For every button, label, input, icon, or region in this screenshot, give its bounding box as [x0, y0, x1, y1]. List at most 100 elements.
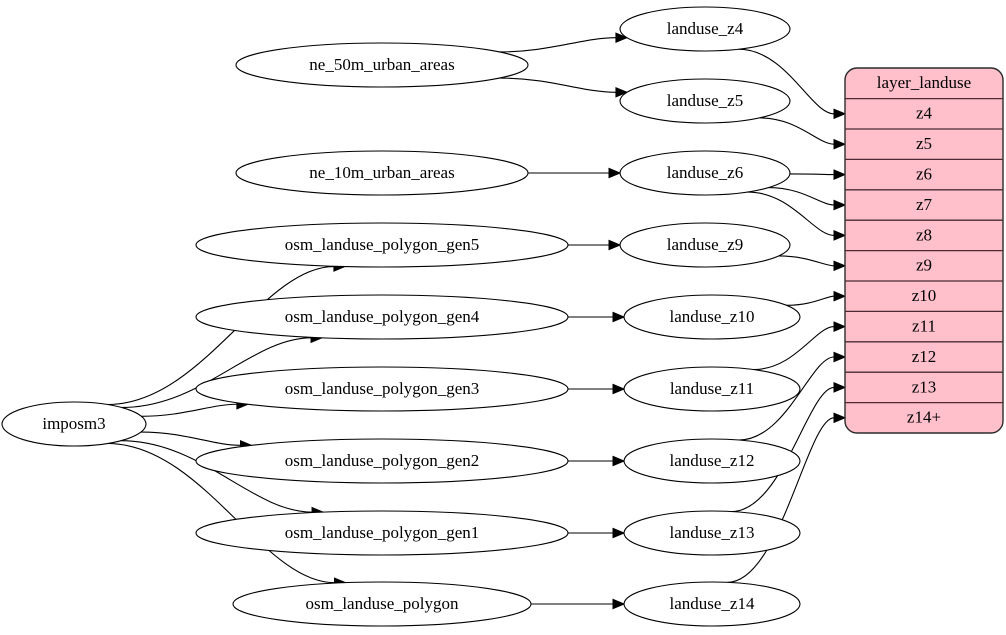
node-ne_50m_urban_areas[interactable]: ne_50m_urban_areas — [235, 42, 529, 88]
node-landuse_z13[interactable]: landuse_z13 — [623, 510, 801, 556]
table-layer: layer_landuse z4 z5 z6 z7 z8 z9 z10 z11 z12 z13 z14… — [844, 67, 1004, 434]
node-shape-landuse_z4 — [619, 6, 791, 52]
node-label-landuse_z9: landuse_z9 — [667, 235, 743, 254]
edge-ne_50m_urban_areas-to-landuse_z4 — [499, 32, 629, 53]
edge-landuse_z6-to-layer_landuse-z6 — [789, 169, 847, 180]
node-osm_landuse_polygon_gen4[interactable]: osm_landuse_polygon_gen4 — [195, 294, 569, 340]
node-landuse_z11[interactable]: landuse_z11 — [623, 366, 801, 412]
node-imposm3[interactable]: imposm3 — [1, 401, 147, 447]
edge-ne_50m_urban_areas-to-landuse_z5-line — [499, 77, 616, 93]
node-label-landuse_z13: landuse_z13 — [670, 523, 755, 542]
node-shape-osm_landuse_polygon_gen1 — [195, 510, 569, 556]
edge-landuse_z10-to-layer_landuse-z10-arrowhead — [833, 290, 847, 302]
table-row-z9[interactable]: z9 — [916, 256, 932, 275]
edge-landuse_z6-to-layer_landuse-z6-arrowhead — [833, 169, 847, 180]
edge-landuse_z10-to-layer_landuse-z10-line — [786, 295, 835, 306]
edge-osm_landuse_polygon_gen1-to-landuse_z13-arrowhead — [612, 527, 626, 539]
node-landuse_z9[interactable]: landuse_z9 — [619, 222, 791, 268]
table-row-z8[interactable]: z8 — [916, 225, 932, 244]
node-osm_landuse_polygon[interactable]: osm_landuse_polygon — [232, 581, 532, 627]
nodes-layer: ne_50m_urban_areas ne_10m_urban_areasimpo… — [1, 6, 801, 627]
node-label-landuse_z14: landuse_z14 — [670, 594, 755, 613]
table-row-z14+[interactable]: z14+ — [907, 408, 941, 427]
node-landuse_z4[interactable]: landuse_z4 — [619, 6, 791, 52]
node-label-osm_landuse_polygon_gen5: osm_landuse_polygon_gen5 — [285, 235, 480, 254]
edge-landuse_z4-to-layer_landuse-z4 — [738, 48, 847, 120]
edge-landuse_z5-to-layer_landuse-z5-line — [759, 117, 835, 145]
node-shape-landuse_z9 — [619, 222, 791, 268]
edge-ne_10m_urban_areas-to-landuse_z6-arrowhead — [608, 167, 622, 179]
node-shape-landuse_z13 — [623, 510, 801, 556]
node-label-osm_landuse_polygon_gen4: osm_landuse_polygon_gen4 — [285, 307, 480, 326]
edge-osm_landuse_polygon_gen5-to-landuse_z9 — [568, 239, 622, 251]
edge-landuse_z6-to-layer_landuse-z7-arrowhead — [833, 199, 847, 211]
node-label-ne_10m_urban_areas: ne_10m_urban_areas — [309, 163, 454, 182]
node-landuse_z5[interactable]: landuse_z5 — [619, 78, 791, 124]
node-shape-osm_landuse_polygon_gen2 — [195, 438, 569, 484]
edge-landuse_z6-to-layer_landuse-z8 — [747, 191, 847, 241]
node-shape-landuse_z5 — [619, 78, 791, 124]
edge-landuse_z14-to-layer_landuse-z14+ — [727, 412, 847, 583]
edge-ne_50m_urban_areas-to-landuse_z5 — [499, 77, 629, 98]
node-osm_landuse_polygon_gen1[interactable]: osm_landuse_polygon_gen1 — [195, 510, 569, 556]
edge-imposm3-to-osm_landuse_polygon_gen2-line — [141, 431, 241, 446]
edge-landuse_z6-to-layer_landuse-z7 — [768, 187, 847, 211]
table-row-z4[interactable]: z4 — [916, 104, 933, 123]
node-landuse_z14[interactable]: landuse_z14 — [623, 581, 801, 627]
table-header: layer_landuse — [877, 73, 971, 92]
node-label-osm_landuse_polygon: osm_landuse_polygon — [306, 594, 459, 613]
edge-landuse_z9-to-layer_landuse-z9-arrowhead — [833, 260, 847, 272]
node-shape-osm_landuse_polygon_gen5 — [195, 222, 569, 268]
table-row-z10[interactable]: z10 — [912, 286, 937, 305]
table-row-z6[interactable]: z6 — [916, 165, 932, 184]
table-row-z13[interactable]: z13 — [912, 377, 937, 396]
node-shape-landuse_z11 — [623, 366, 801, 412]
edge-landuse_z13-to-layer_landuse-z13-line — [731, 386, 835, 513]
node-shape-ne_10m_urban_areas — [235, 150, 529, 196]
edge-imposm3-to-osm_landuse_polygon_gen5-line — [107, 266, 334, 406]
node-osm_landuse_polygon_gen5[interactable]: osm_landuse_polygon_gen5 — [195, 222, 569, 268]
edge-osm_landuse_polygon_gen1-to-landuse_z13 — [568, 527, 626, 539]
edge-imposm3-to-osm_landuse_polygon_gen4-line — [121, 337, 312, 409]
edge-landuse_z6-to-layer_landuse-z8-arrowhead — [833, 230, 847, 241]
edge-imposm3-to-osm_landuse_polygon_gen3-line — [141, 403, 237, 417]
table-row-z12[interactable]: z12 — [912, 347, 937, 366]
node-label-imposm3: imposm3 — [42, 414, 105, 433]
table-row-z5[interactable]: z5 — [916, 134, 932, 153]
edge-landuse_z5-to-layer_landuse-z5 — [759, 117, 847, 150]
edge-landuse_z6-to-layer_landuse-z6-line — [789, 173, 835, 176]
node-shape-osm_landuse_polygon_gen4 — [195, 294, 569, 340]
node-label-landuse_z11: landuse_z11 — [670, 379, 754, 398]
node-ne_10m_urban_areas[interactable]: ne_10m_urban_areas — [235, 150, 529, 196]
edge-landuse_z6-to-layer_landuse-z7-line — [768, 187, 835, 206]
edge-ne_10m_urban_areas-to-landuse_z6 — [528, 167, 622, 179]
edge-osm_landuse_polygon_gen3-to-landuse_z11 — [568, 383, 626, 395]
edge-osm_landuse_polygon_gen3-to-landuse_z11-arrowhead — [612, 383, 626, 395]
edge-landuse_z4-to-layer_landuse-z4-arrowhead — [833, 108, 847, 120]
node-label-landuse_z10: landuse_z10 — [670, 307, 755, 326]
node-label-landuse_z5: landuse_z5 — [667, 91, 743, 110]
edge-osm_landuse_polygon_gen2-to-landuse_z12 — [568, 455, 626, 467]
node-shape-landuse_z10 — [623, 294, 801, 340]
edge-landuse_z12-to-layer_landuse-z12 — [738, 351, 847, 441]
node-landuse_z6[interactable]: landuse_z6 — [619, 150, 791, 196]
node-shape-imposm3 — [1, 401, 147, 447]
edge-landuse_z11-to-layer_landuse-z11 — [753, 321, 847, 371]
node-osm_landuse_polygon_gen3[interactable]: osm_landuse_polygon_gen3 — [195, 366, 569, 412]
table-row-z11[interactable]: z11 — [912, 317, 936, 336]
edge-imposm3-to-osm_landuse_polygon-line — [107, 442, 335, 584]
node-label-landuse_z4: landuse_z4 — [667, 19, 744, 38]
node-label-landuse_z12: landuse_z12 — [670, 451, 755, 470]
node-landuse_z10[interactable]: landuse_z10 — [623, 294, 801, 340]
edge-osm_landuse_polygon_gen4-to-landuse_z10 — [568, 311, 626, 323]
node-label-osm_landuse_polygon_gen2: osm_landuse_polygon_gen2 — [285, 451, 480, 470]
edge-ne_50m_urban_areas-to-landuse_z4-line — [499, 37, 616, 53]
edge-osm_landuse_polygon_gen2-to-landuse_z12-arrowhead — [612, 455, 626, 467]
edge-landuse_z10-to-layer_landuse-z10 — [786, 290, 847, 306]
table-row-z7[interactable]: z7 — [916, 195, 933, 214]
edge-landuse_z11-to-layer_landuse-z11-line — [753, 326, 835, 371]
node-shape-landuse_z12 — [623, 438, 801, 484]
node-osm_landuse_polygon_gen2[interactable]: osm_landuse_polygon_gen2 — [195, 438, 569, 484]
node-landuse_z12[interactable]: landuse_z12 — [623, 438, 801, 484]
